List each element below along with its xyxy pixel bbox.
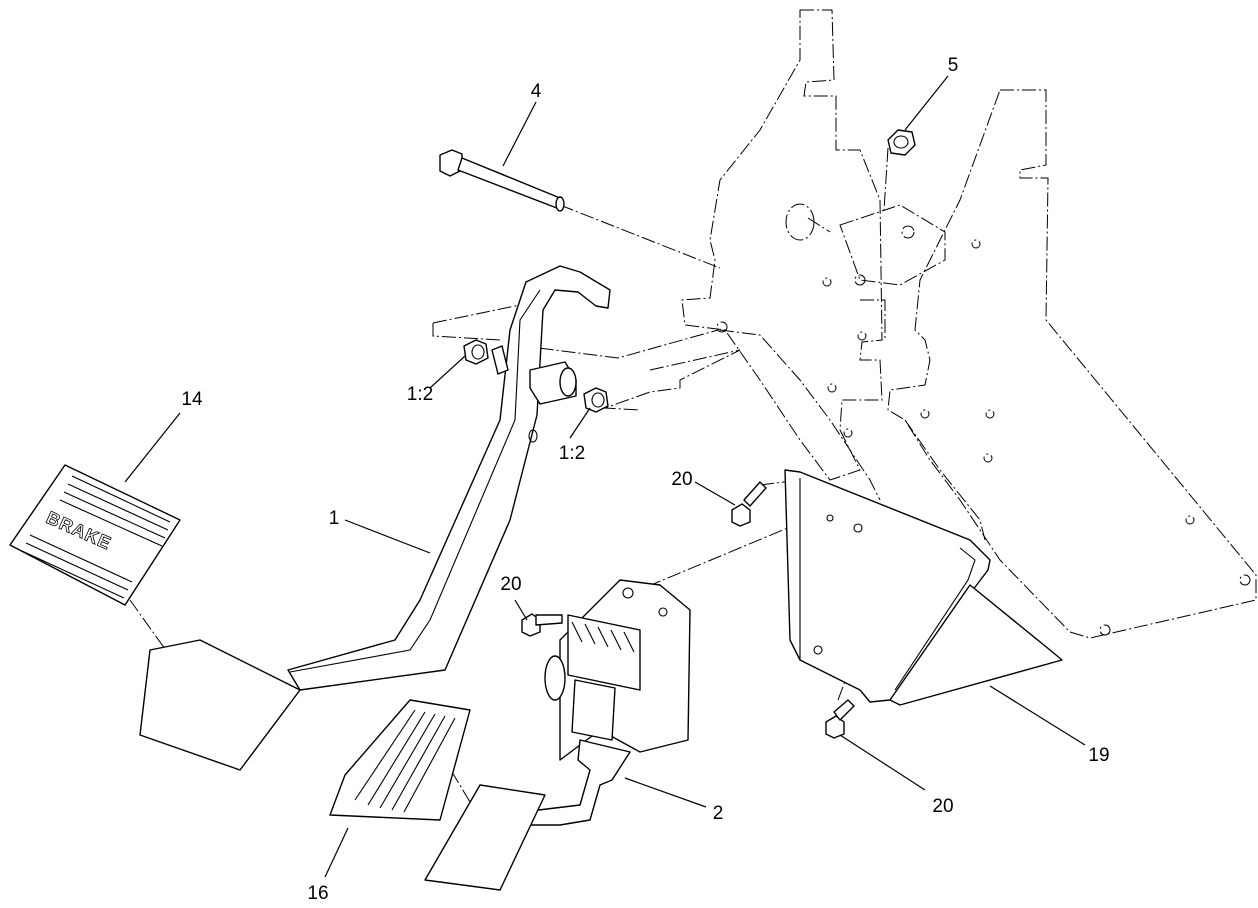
brake-pad-part-14: BRAKE xyxy=(9,464,181,606)
callout-1-2-left: 1:2 xyxy=(407,384,433,405)
nut-part-5 xyxy=(887,129,916,156)
screw-middle xyxy=(521,613,563,637)
bracket-part-19 xyxy=(784,469,1063,706)
bolt-part-4 xyxy=(439,149,565,212)
callout-4: 4 xyxy=(531,81,542,102)
callout-16: 16 xyxy=(307,883,328,904)
callout-20-upper: 20 xyxy=(671,469,692,490)
callout-1: 1 xyxy=(329,508,340,529)
brake-pedal-part-1 xyxy=(139,265,611,771)
throttle-pedal-part-2 xyxy=(424,579,691,891)
bushing-right xyxy=(583,387,609,413)
throttle-pad-part-16 xyxy=(329,699,471,821)
callout-14: 14 xyxy=(181,389,203,410)
callout-labels: 4 5 14 1:2 1:2 1 20 20 20 19 2 16 xyxy=(181,55,1109,904)
callout-20-middle: 20 xyxy=(500,574,521,595)
leader-lines xyxy=(124,75,1086,878)
screw-upper xyxy=(731,481,767,527)
callout-1-2-right: 1:2 xyxy=(559,443,585,464)
callout-19: 19 xyxy=(1088,745,1109,766)
callout-2: 2 xyxy=(713,803,724,824)
bushing-left xyxy=(463,339,489,365)
frame-phantom xyxy=(681,9,1257,639)
screw-lower xyxy=(825,699,855,739)
callout-5: 5 xyxy=(948,55,959,76)
callout-20-lower: 20 xyxy=(932,796,953,817)
